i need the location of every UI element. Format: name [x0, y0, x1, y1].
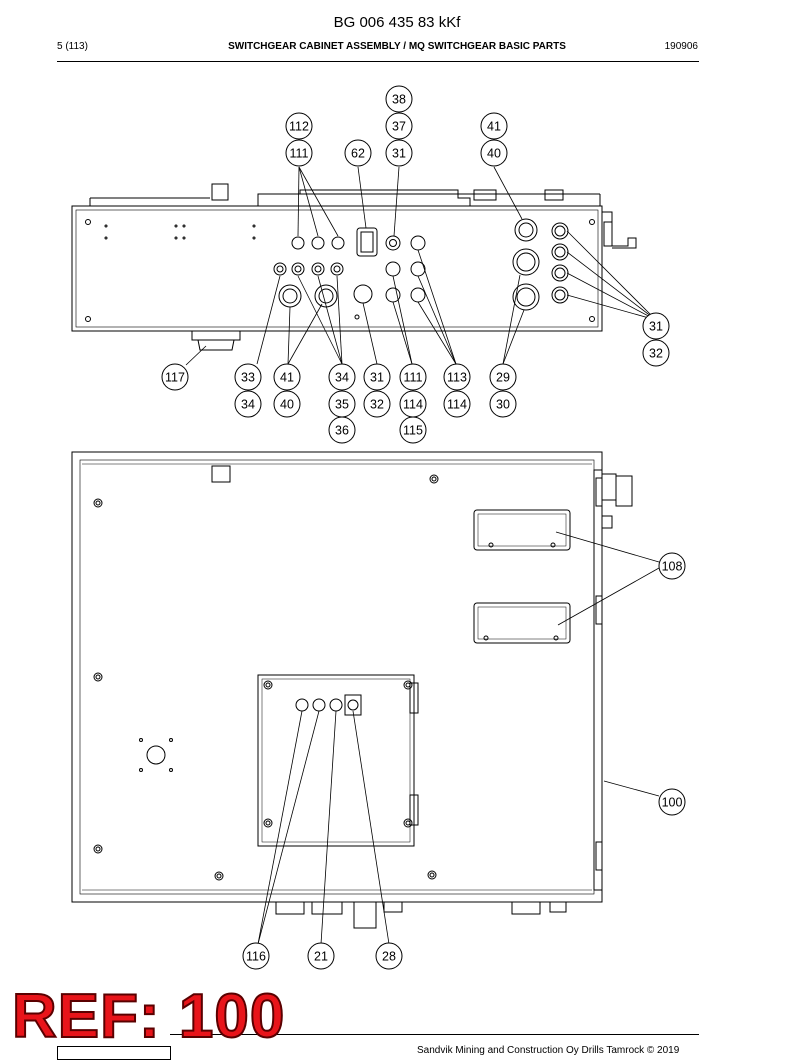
callout-number: 34	[241, 398, 255, 412]
front-callout-21: 21	[307, 942, 335, 970]
front-callout-28: 28	[375, 942, 403, 970]
top-callout-114: 114	[443, 390, 471, 418]
front-view-callouts: 108 100 116 21 28	[242, 552, 686, 970]
footer-copyright: Sandvik Mining and Construction Oy Drill…	[417, 1045, 680, 1056]
callout-number: 31	[649, 320, 663, 334]
top-callout-117: 117	[161, 363, 189, 391]
document-number: BG 006 435 83 kKf	[333, 14, 461, 31]
callout-number: 111	[403, 371, 422, 385]
top-callout-112: 112	[285, 112, 313, 140]
top-callout-41: 41	[480, 112, 508, 140]
section-title: SWITCHGEAR CABINET ASSEMBLY / MQ SWITCHG…	[228, 41, 566, 52]
callout-number: 30	[496, 398, 510, 412]
callout-number: 100	[662, 796, 683, 810]
top-callout-40: 40	[273, 390, 301, 418]
footer-rule	[170, 1034, 699, 1035]
callout-number: 33	[241, 371, 255, 385]
top-callout-33: 33	[234, 363, 262, 391]
callout-number: 111	[289, 147, 308, 161]
callout-number: 21	[314, 950, 328, 964]
top-callout-38: 38	[385, 85, 413, 113]
callout-number: 35	[335, 398, 349, 412]
front-callout-116: 116	[242, 942, 270, 970]
top-callout-111: 111	[399, 363, 427, 391]
top-callout-41: 41	[273, 363, 301, 391]
top-callout-34: 34	[234, 390, 262, 418]
front-view-cabinet	[71, 451, 633, 929]
top-callout-37: 37	[385, 112, 413, 140]
callout-number: 32	[649, 347, 663, 361]
front-view-leaders	[257, 531, 660, 945]
top-callout-29: 29	[489, 363, 517, 391]
front-callout-100: 100	[658, 788, 686, 816]
document-date: 190906	[664, 41, 698, 52]
callout-number: 114	[447, 398, 467, 412]
callout-number: 28	[382, 950, 396, 964]
callout-number: 62	[351, 147, 365, 161]
callout-number: 38	[392, 93, 406, 107]
top-view-callouts: 38 37 31 112 111 62 41 40 31 32 117 33 34 41 40 34 35 36 3…	[161, 85, 670, 444]
top-callout-113: 113	[443, 363, 471, 391]
page-number: 5 (113)	[57, 41, 88, 52]
top-callout-111: 111	[285, 139, 313, 167]
callout-number: 34	[335, 371, 349, 385]
top-callout-40: 40	[480, 139, 508, 167]
front-callout-108: 108	[658, 552, 686, 580]
top-callout-34: 34	[328, 363, 356, 391]
callout-number: 112	[289, 120, 309, 134]
callout-number: 113	[447, 371, 467, 385]
top-callout-35: 35	[328, 390, 356, 418]
callout-number: 108	[662, 560, 683, 574]
top-callout-36: 36	[328, 416, 356, 444]
callout-number: 40	[280, 398, 294, 412]
top-callout-31: 31	[363, 363, 391, 391]
callout-number: 114	[403, 398, 423, 412]
top-callout-31: 31	[385, 139, 413, 167]
callout-number: 116	[246, 950, 266, 964]
callout-number: 31	[370, 371, 384, 385]
top-callout-31: 31	[642, 312, 670, 340]
callout-number: 29	[496, 371, 510, 385]
callout-number: 36	[335, 424, 349, 438]
callout-number: 32	[370, 398, 384, 412]
callout-number: 40	[487, 147, 501, 161]
top-callout-32: 32	[642, 339, 670, 367]
callout-number: 115	[403, 424, 423, 438]
top-view-panel	[71, 183, 637, 351]
header-rule	[57, 61, 699, 62]
top-callout-114: 114	[399, 390, 427, 418]
callout-number: 41	[487, 120, 501, 134]
top-view-leaders	[185, 166, 657, 366]
callout-number: 37	[392, 120, 406, 134]
top-callout-115: 115	[399, 416, 427, 444]
top-callout-62: 62	[344, 139, 372, 167]
reference-stamp: REF: 100	[11, 982, 286, 1051]
top-callout-32: 32	[363, 390, 391, 418]
callout-number: 117	[165, 371, 185, 385]
callout-number: 41	[280, 371, 294, 385]
callout-number: 31	[392, 147, 406, 161]
top-callout-30: 30	[489, 390, 517, 418]
